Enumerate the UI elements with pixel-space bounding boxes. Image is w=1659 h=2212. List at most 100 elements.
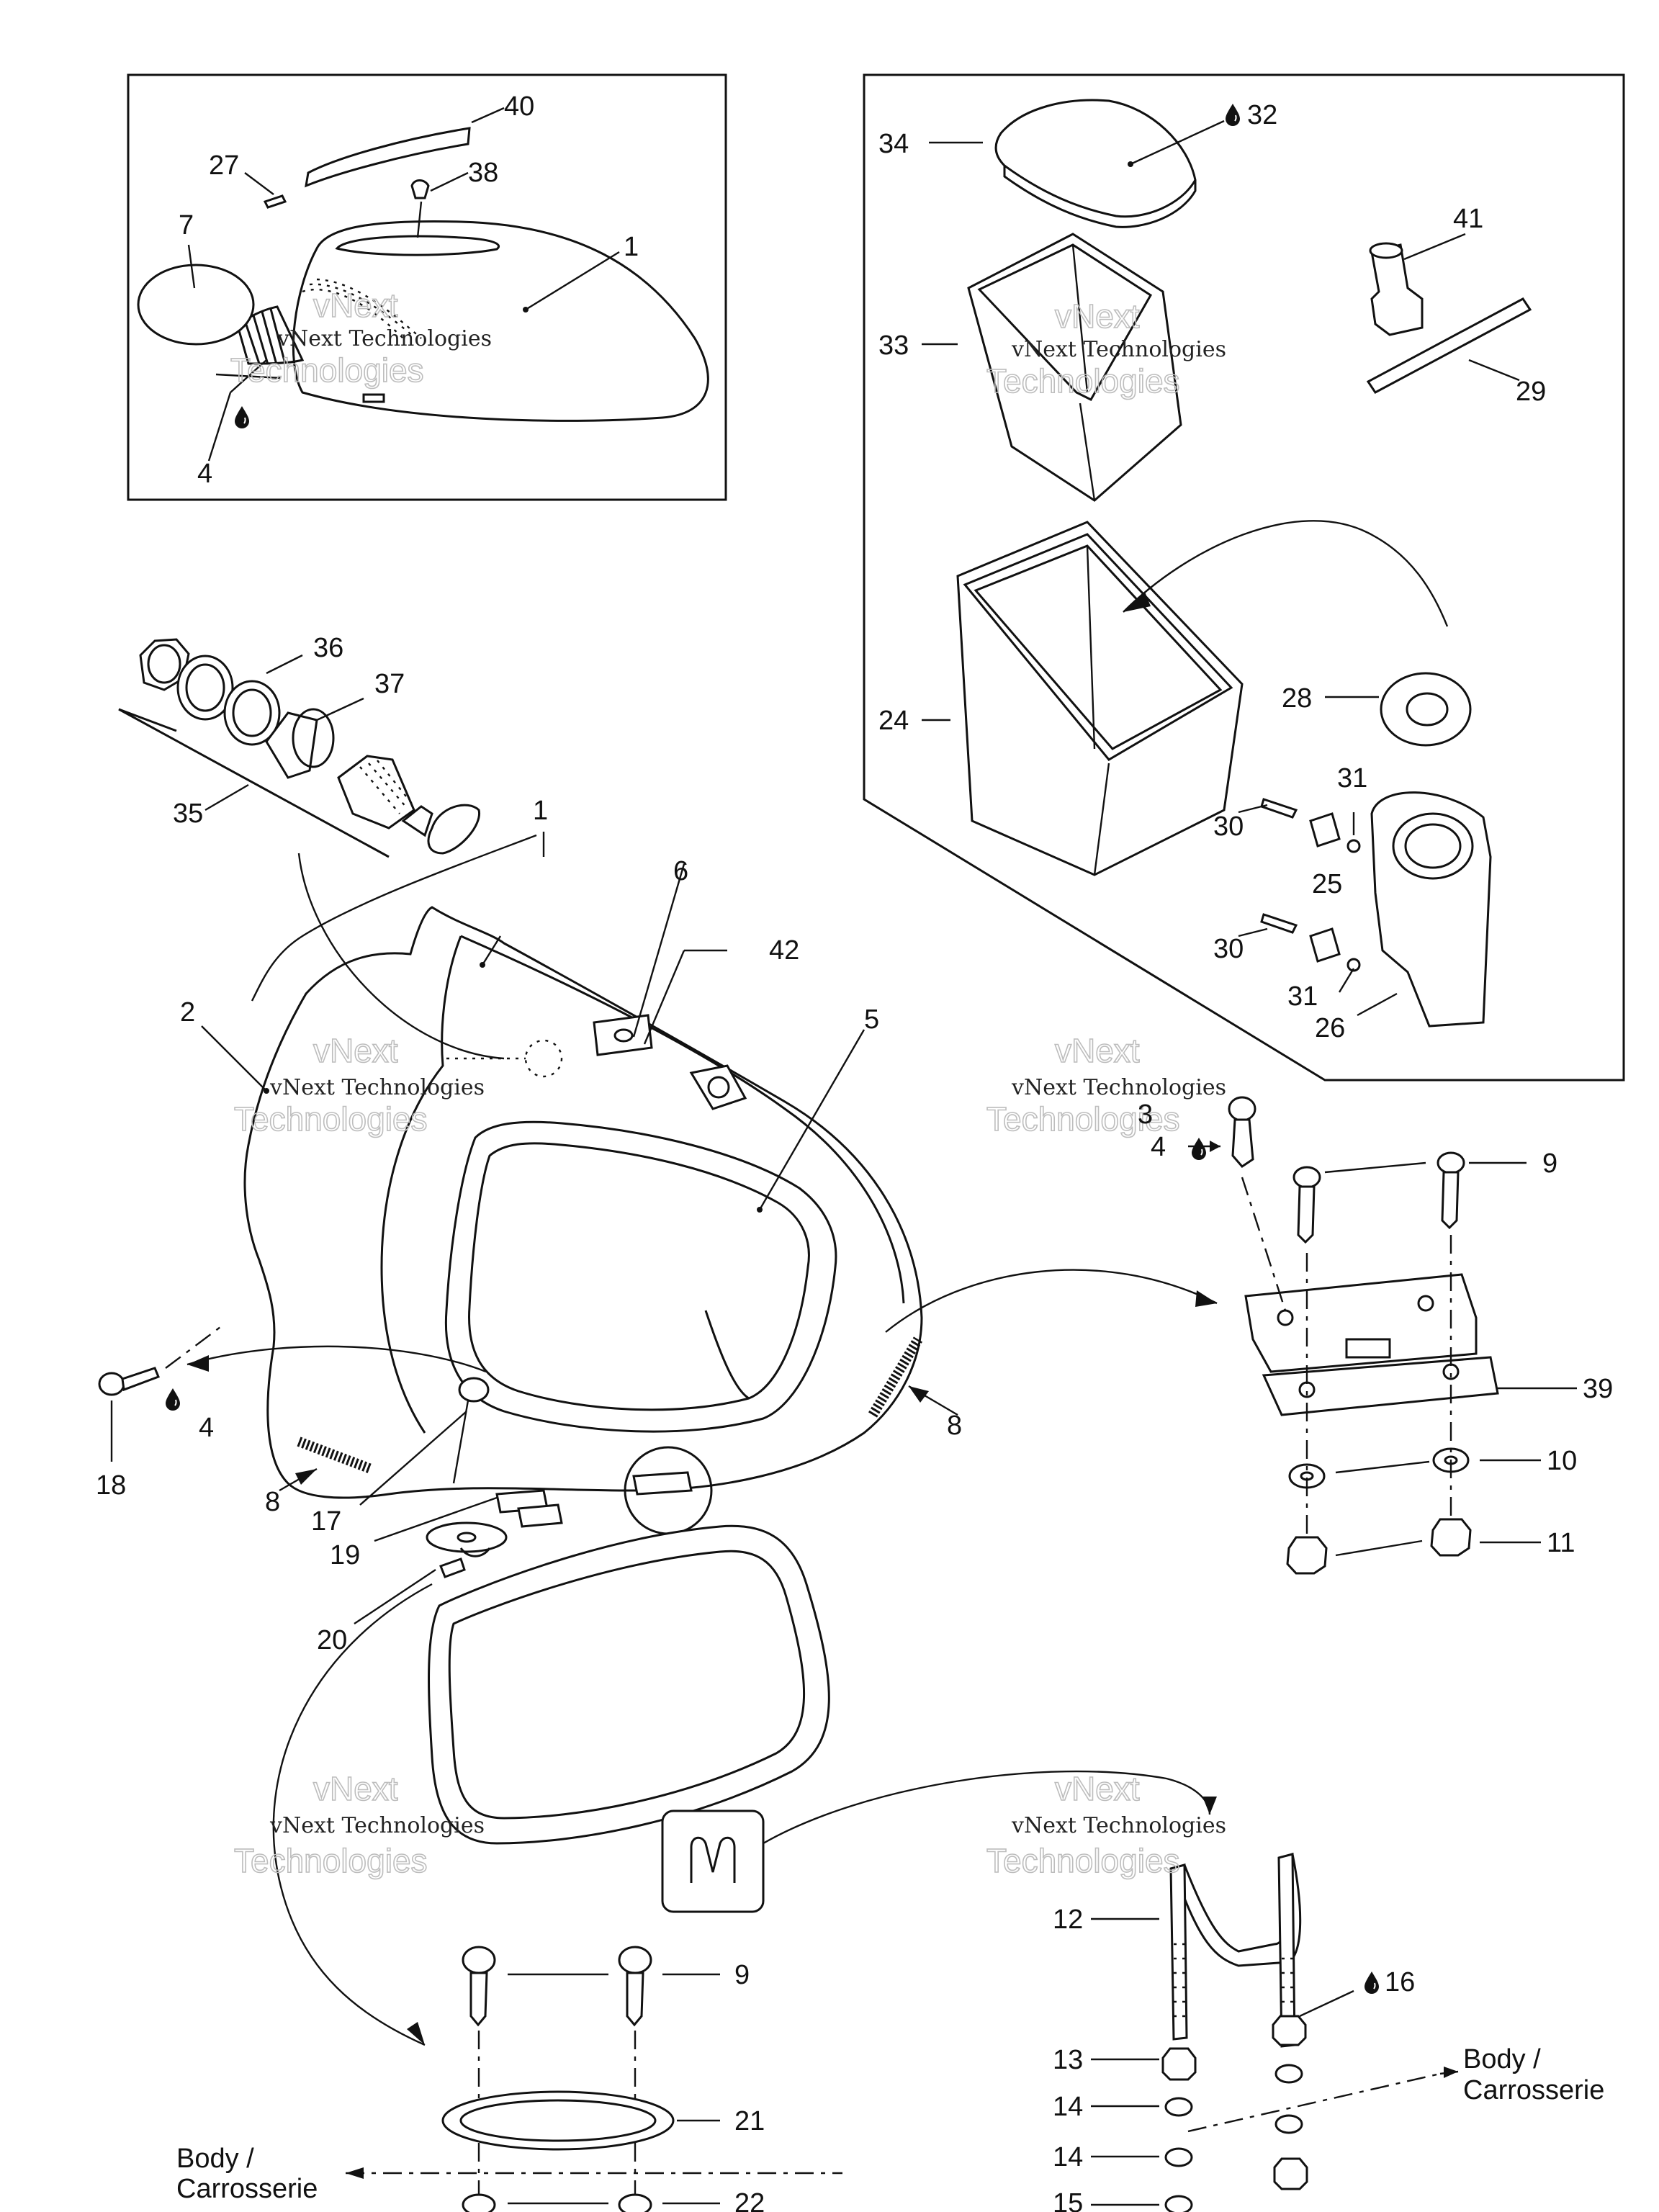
- nut-part: [1286, 1536, 1328, 1575]
- clip-detail-part: [661, 1809, 765, 1913]
- callout-label: 31: [1337, 763, 1367, 793]
- callout-label: 5: [864, 1004, 879, 1035]
- callout-label: 34: [878, 129, 909, 159]
- callout-label: 39: [1583, 1374, 1613, 1404]
- callout-label: 30: [1213, 811, 1244, 842]
- drop-icon: [165, 1388, 181, 1411]
- callout-label: 13: [1053, 2045, 1083, 2075]
- callout-label: 8: [947, 1411, 962, 1441]
- body-label-right: Carrosserie: [1463, 2075, 1604, 2105]
- callout-label: 19: [330, 1540, 360, 1570]
- callout-label: 29: [1516, 377, 1546, 407]
- callout-label: 9: [734, 1960, 750, 1990]
- callout-label: 37: [374, 669, 405, 699]
- body-label-left: Body /: [176, 2144, 254, 2174]
- storage-bin-lower-part: [956, 521, 1244, 876]
- plate-part: [426, 1521, 508, 1553]
- watermark-text: vNext: [313, 287, 398, 324]
- window-seal-part: [444, 1120, 837, 1433]
- storage-bin-upper-part: [967, 233, 1182, 502]
- inset-frame-right: [863, 73, 1625, 1082]
- strap-part: [305, 127, 471, 188]
- callout-label: 10: [1547, 1446, 1577, 1476]
- hinge-part: [1244, 1273, 1478, 1373]
- callout-label: 21: [734, 2106, 765, 2136]
- callout-label: 8: [265, 1487, 280, 1517]
- callout-label: 24: [878, 706, 909, 736]
- watermark-text: vNext Technologies: [1011, 337, 1226, 362]
- callout-label: 7: [179, 210, 194, 240]
- callout-label: 25: [1312, 869, 1342, 899]
- callout-label: 3: [1138, 1100, 1153, 1130]
- callout-label: 6: [673, 856, 688, 886]
- callout-label: 9: [1542, 1148, 1557, 1179]
- rod-part: [1366, 297, 1532, 394]
- fuel-cap-part: [137, 264, 255, 346]
- callout-label: 40: [504, 91, 534, 122]
- callout-label: 16: [1385, 1967, 1415, 1997]
- drop-icon: [1225, 103, 1241, 127]
- watermark-text: Technologies: [986, 362, 1180, 400]
- watermark-text: Technologies: [230, 351, 424, 389]
- callout-label: 42: [769, 935, 799, 966]
- callout-label: 20: [317, 1625, 347, 1655]
- callout-label: 18: [96, 1470, 126, 1501]
- fuel-tank-part: [292, 220, 709, 422]
- callout-label: 30: [1213, 934, 1244, 964]
- watermark-text: Technologies: [234, 1842, 428, 1879]
- callout-label: 28: [1282, 683, 1312, 714]
- watermark-text: Technologies: [986, 1842, 1180, 1879]
- callout-label: 2: [180, 997, 195, 1028]
- callout-label: 33: [878, 331, 909, 361]
- callout-label: 41: [1453, 204, 1483, 234]
- body-label-left: Carrosserie: [176, 2174, 318, 2204]
- watermark-text: vNext Technologies: [276, 326, 492, 351]
- watermark-text: vNext: [1055, 1032, 1140, 1069]
- watermark-text: vNext Technologies: [1011, 1813, 1226, 1838]
- watermark-text: vNext: [1055, 297, 1140, 335]
- callout-label: 4: [1151, 1132, 1166, 1162]
- lock-assembly-part: [118, 638, 480, 858]
- callout-label: 31: [1287, 981, 1318, 1012]
- callout-label: 35: [173, 799, 203, 829]
- watermark-text: vNext: [1055, 1770, 1140, 1807]
- nut-part: [1272, 2015, 1307, 2046]
- callout-label: 22: [734, 2188, 765, 2212]
- drop-icon: [234, 405, 250, 429]
- callout-label: 14: [1053, 2092, 1083, 2122]
- watermark-text: vNext Technologies: [269, 1075, 485, 1100]
- screw-part: [1292, 1151, 1465, 1244]
- body-label-right: Body /: [1463, 2044, 1541, 2074]
- drop-icon: [1191, 1137, 1207, 1161]
- hinge-plate-part: [1262, 1356, 1499, 1416]
- callout-label: 4: [197, 459, 212, 489]
- lid-frame-part: [428, 1524, 830, 1845]
- callout-label: 4: [199, 1413, 214, 1443]
- key-part: [1370, 243, 1424, 336]
- callout-label: 12: [1053, 1905, 1083, 1935]
- grommet-part: [1380, 672, 1472, 747]
- callout-labels: 40 27 38 7 1 4 34 32 41 33 29 24 28 31 3…: [96, 91, 1613, 2212]
- screw-part: [1228, 1096, 1256, 1168]
- callout-label: 11: [1547, 1528, 1575, 1558]
- watermark-text: vNext: [313, 1770, 398, 1807]
- callout-label: 14: [1053, 2142, 1083, 2172]
- callout-label: 1: [624, 232, 639, 262]
- callout-label: 15: [1053, 2188, 1083, 2212]
- callout-label: 36: [313, 633, 343, 663]
- callout-label: 38: [468, 158, 498, 188]
- nut-part: [1430, 1518, 1472, 1557]
- callout-label: 27: [209, 150, 239, 181]
- watermark-text: vNext Technologies: [269, 1813, 485, 1838]
- ring-part: [441, 2090, 675, 2151]
- screw-part: [98, 1367, 160, 1396]
- holder-part: [1370, 791, 1492, 1028]
- callout-label: 17: [311, 1506, 341, 1537]
- watermark-text: Technologies: [234, 1100, 428, 1138]
- inset-frame-left: [127, 73, 727, 501]
- callout-label: 32: [1247, 100, 1277, 130]
- watermark-text: Technologies: [986, 1100, 1180, 1138]
- bin-lid-part: [994, 99, 1197, 218]
- screw-part: [462, 1946, 652, 2027]
